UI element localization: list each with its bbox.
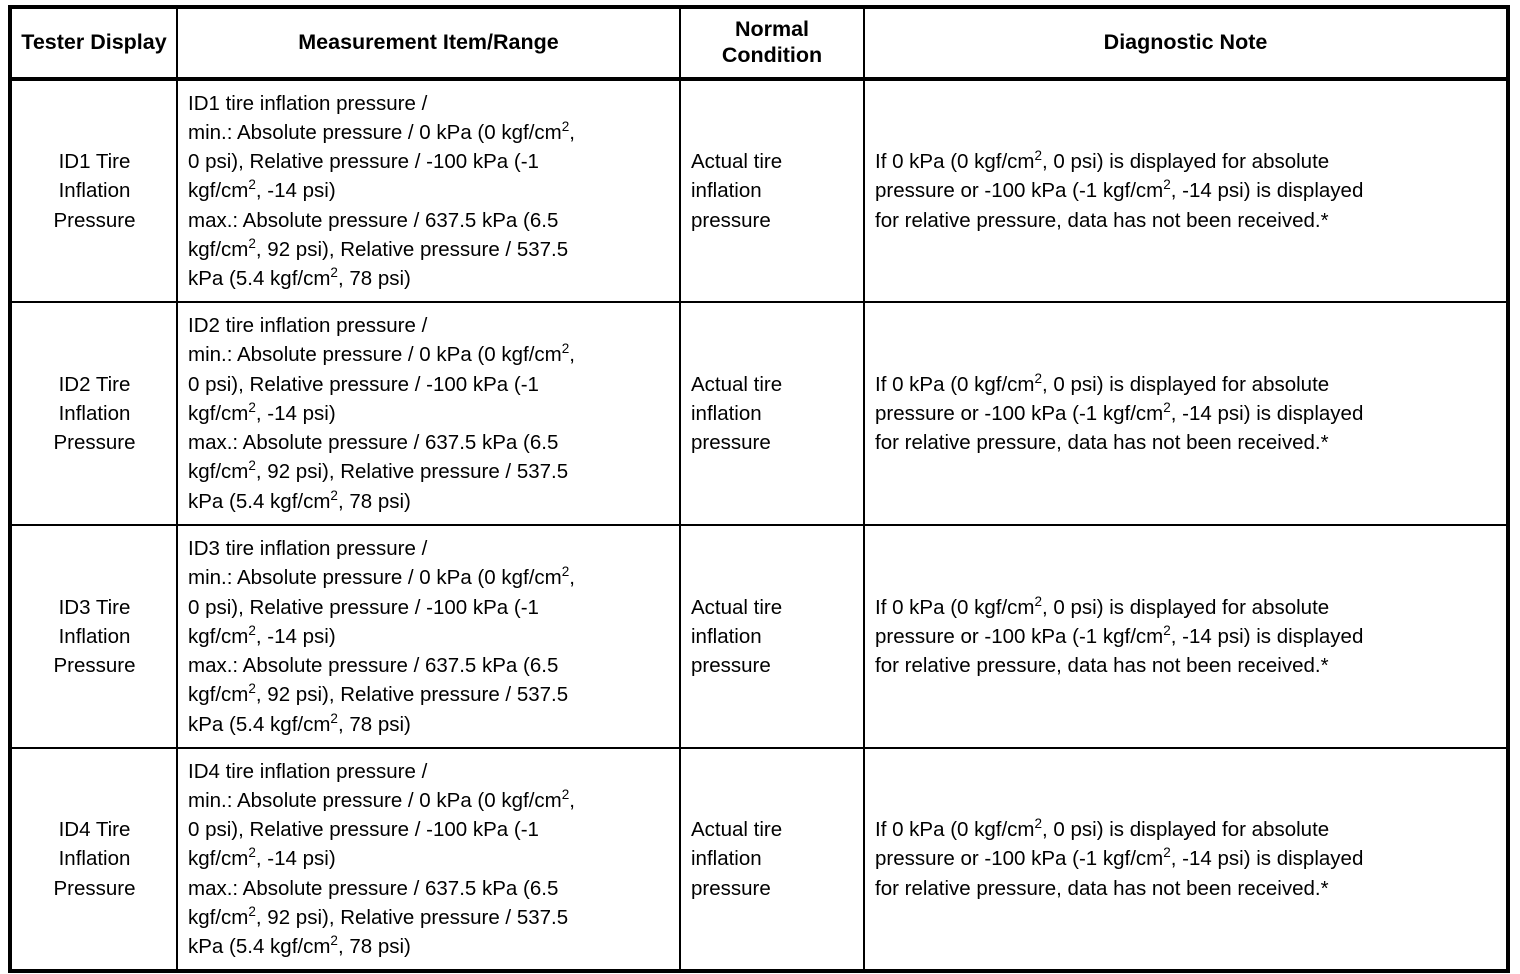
cell-normal-condition: Actual tire inflation pressure [680,525,865,749]
column-header-normal-condition: Normal Condition [680,7,865,81]
cell-diagnostic-note: If 0 kPa (0 kgf/cm2, 0 psi) is displayed… [864,79,1508,303]
cell-normal-condition: Actual tire inflation pressure [680,748,865,971]
table-row: ID4 Tire Inflation Pressure ID4 tire inf… [10,748,1508,971]
table-row: ID3 Tire Inflation Pressure ID3 tire inf… [10,525,1508,749]
cell-measurement-item: ID1 tire inflation pressure / min.: Abso… [177,79,681,303]
table-row: ID2 Tire Inflation Pressure ID2 tire inf… [10,302,1508,526]
cell-diagnostic-note: If 0 kPa (0 kgf/cm2, 0 psi) is displayed… [864,525,1508,749]
cell-tester-display: ID1 Tire Inflation Pressure [10,79,178,303]
table-row: ID1 Tire Inflation Pressure ID1 tire inf… [10,79,1508,303]
column-header-measurement-item-range: Measurement Item/Range [177,7,681,81]
cell-measurement-item: ID2 tire inflation pressure / min.: Abso… [177,302,681,526]
column-header-tester-display: Tester Display [10,7,178,81]
header-row: Tester Display Measurement Item/Range No… [10,7,1508,81]
cell-tester-display: ID4 Tire Inflation Pressure [10,748,178,971]
cell-measurement-item: ID3 tire inflation pressure / min.: Abso… [177,525,681,749]
cell-tester-display: ID3 Tire Inflation Pressure [10,525,178,749]
cell-measurement-item: ID4 tire inflation pressure / min.: Abso… [177,748,681,971]
table-body: ID1 Tire Inflation Pressure ID1 tire inf… [10,79,1508,971]
tire-pressure-spec-table: Tester Display Measurement Item/Range No… [8,5,1510,973]
cell-diagnostic-note: If 0 kPa (0 kgf/cm2, 0 psi) is displayed… [875,816,1364,900]
cell-tester-display: ID2 Tire Inflation Pressure [10,302,178,526]
cell-normal-condition: Actual tire inflation pressure [680,79,865,303]
table-header: Tester Display Measurement Item/Range No… [10,7,1508,81]
cell-diagnostic-note: If 0 kPa (0 kgf/cm2, 0 psi) is displayed… [864,302,1508,526]
column-header-diagnostic-note: Diagnostic Note [864,7,1508,81]
cell-normal-condition: Actual tire inflation pressure [680,302,865,526]
